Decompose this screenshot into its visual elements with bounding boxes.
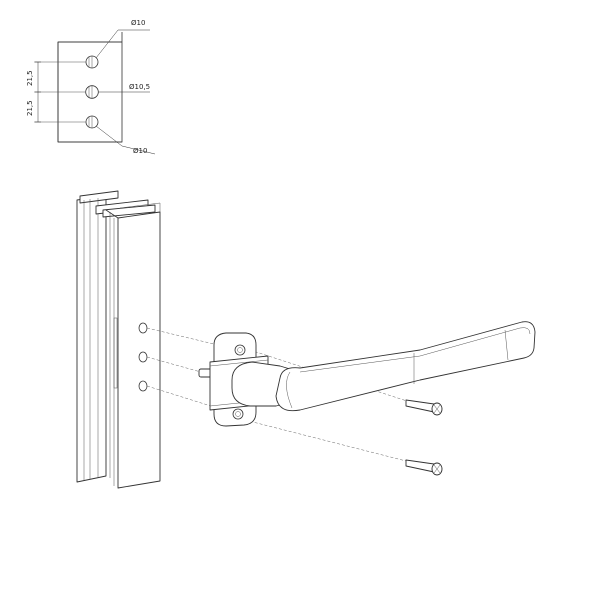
screw-bottom	[405, 459, 443, 476]
template-plate	[57, 32, 123, 143]
middle-hole-diameter-label: Ø10,5	[129, 83, 150, 91]
bottom-hole-diameter-label: Ø10	[133, 147, 147, 155]
frame-profile	[76, 190, 161, 489]
leader-bottom-hole	[95, 125, 156, 155]
frame-front-face	[117, 211, 161, 489]
top-hole-diameter-label: Ø10	[131, 19, 145, 27]
base-screw-hole-bottom	[232, 408, 244, 420]
handle-lever	[275, 321, 536, 412]
screw-top	[405, 399, 443, 416]
lower-spacing-label: 21,5	[26, 100, 34, 116]
template-hole-middle	[85, 85, 99, 99]
drilling-template: Ø10 Ø10,5 Ø10 21,5 21,5	[26, 19, 156, 155]
upper-spacing-label: 21,5	[26, 70, 34, 86]
window-handle	[231, 321, 536, 412]
leader-top-hole	[95, 29, 150, 59]
base-screw-hole-top	[234, 344, 246, 356]
